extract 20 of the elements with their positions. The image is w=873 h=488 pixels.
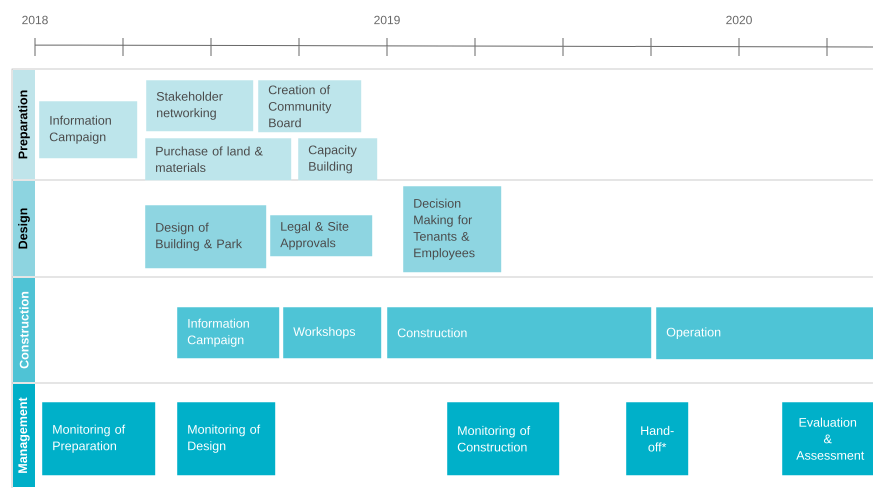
task-box: Design of Building & Park	[145, 205, 266, 268]
task-box: Stakeholder networking	[146, 80, 254, 132]
task-box: Construction	[387, 307, 652, 358]
task-box: Purchase of land & materials	[145, 138, 292, 180]
task-box: Monitoring of Design	[177, 402, 276, 476]
task-box: Information Campaign	[177, 307, 280, 358]
task-box: Information Campaign	[39, 101, 138, 158]
task-box: Legal & Site Approvals	[270, 215, 372, 256]
task-box: Decision Making for Tenants & Employees	[403, 186, 502, 272]
task-box: Workshops	[283, 307, 382, 358]
task-box: Operation	[656, 307, 873, 360]
task-box: Monitoring of Preparation	[42, 402, 156, 476]
task-box: Capacity Building	[298, 138, 378, 180]
task-box: Creation of Community Board	[258, 80, 362, 132]
task-box: Evaluation & Assessment	[782, 402, 873, 476]
year-label: 2019	[374, 16, 400, 24]
year-label: 2020	[726, 16, 752, 24]
task-box: Hand-off*	[626, 402, 688, 476]
task-box: Monitoring of Construction	[447, 402, 560, 476]
year-label: 2018	[22, 16, 48, 24]
